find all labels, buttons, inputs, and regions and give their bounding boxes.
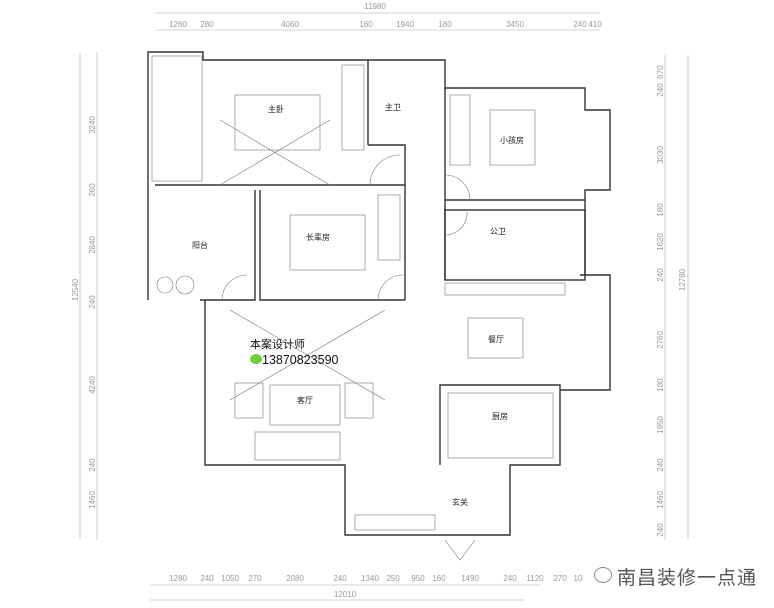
dimension-label: 1340 <box>361 574 379 583</box>
dimension-label: 12010 <box>334 590 357 599</box>
dimension-label: 12780 <box>678 268 687 291</box>
dimension-label: 240 <box>656 458 665 472</box>
room-master-bath: 主卫 <box>385 102 401 112</box>
dimension-label: 240 <box>200 574 214 583</box>
room-balcony: 阳台 <box>192 240 208 250</box>
dimension-label: 12540 <box>71 278 80 301</box>
dimension-label: 3030 <box>656 146 665 164</box>
dimension-label: 270 <box>553 574 567 583</box>
room-elder-room: 长辈房 <box>306 232 330 242</box>
room-dining: 餐厅 <box>488 335 504 344</box>
room-kitchen: 厨房 <box>492 411 508 421</box>
room-living: 客厅 <box>297 395 313 405</box>
walls <box>147 51 611 561</box>
dimension-label: 180 <box>656 378 665 392</box>
dimension-label: 1950 <box>656 416 665 434</box>
dimension-label: 280 <box>200 20 214 29</box>
dimension-label: 3450 <box>506 20 524 29</box>
dimension-label: 160 <box>359 20 373 29</box>
dimension-label: 3240 <box>88 116 97 134</box>
dimension-label: 1460 <box>656 491 665 509</box>
wechat-official-account-icon <box>594 567 612 583</box>
dimension-label: 10 <box>574 574 583 583</box>
dimension-label: 4240 <box>88 376 97 394</box>
dimension-label: 1460 <box>88 491 97 509</box>
dimension-label: 180 <box>656 203 665 217</box>
designer-label: 本案设计师 <box>250 338 305 351</box>
dimension-label: 240 <box>88 458 97 472</box>
dimension-label: 950 <box>411 574 425 583</box>
dimension-label: 270 <box>248 574 262 583</box>
watermark: 南昌装修一点通 <box>617 567 758 589</box>
dimension-label: 240 <box>88 295 97 309</box>
room-labels: 主卧 主卫 小孩房 长辈房 阳台 公卫 餐厅 客厅 厨房 玄关 <box>192 102 524 507</box>
dimension-label: 1050 <box>221 574 239 583</box>
dimension-label: 240 <box>503 574 517 583</box>
dimension-label: 1620 <box>656 233 665 251</box>
room-kids-room: 小孩房 <box>500 135 524 145</box>
dimension-label: 410 <box>588 20 602 29</box>
dimension-label: 260 <box>88 183 97 197</box>
dimension-label: 180 <box>438 20 452 29</box>
dimension-label: 250 <box>386 574 400 583</box>
dimension-label: 4060 <box>281 20 299 29</box>
dimension-label: 240 <box>333 574 347 583</box>
dimension-label: 2840 <box>88 236 97 254</box>
dimension-label: 240 <box>656 83 665 97</box>
dimension-label: 1490 <box>461 574 479 583</box>
dimension-label: 1260 <box>169 20 187 29</box>
dimension-lines <box>79 12 689 601</box>
room-entrance: 玄关 <box>452 497 468 507</box>
room-master-bedroom: 主卧 <box>268 104 284 114</box>
dimension-label: 240 <box>573 20 587 29</box>
dimension-label: 1280 <box>169 574 187 583</box>
dimension-label: 670 <box>656 65 665 79</box>
room-public-bath: 公卫 <box>490 227 506 236</box>
dimension-label: 2760 <box>656 331 665 349</box>
dimension-label: 1120 <box>526 574 544 583</box>
designer-phone: 13870823590 <box>262 353 339 367</box>
dimension-label: 240 <box>656 523 665 537</box>
dimension-label: 1940 <box>396 20 414 29</box>
dimension-label: 240 <box>656 268 665 282</box>
dimension-label: 2080 <box>286 574 304 583</box>
dimension-label: 160 <box>432 574 446 583</box>
wechat-icon <box>250 354 262 364</box>
dimension-label: 11980 <box>364 2 386 11</box>
